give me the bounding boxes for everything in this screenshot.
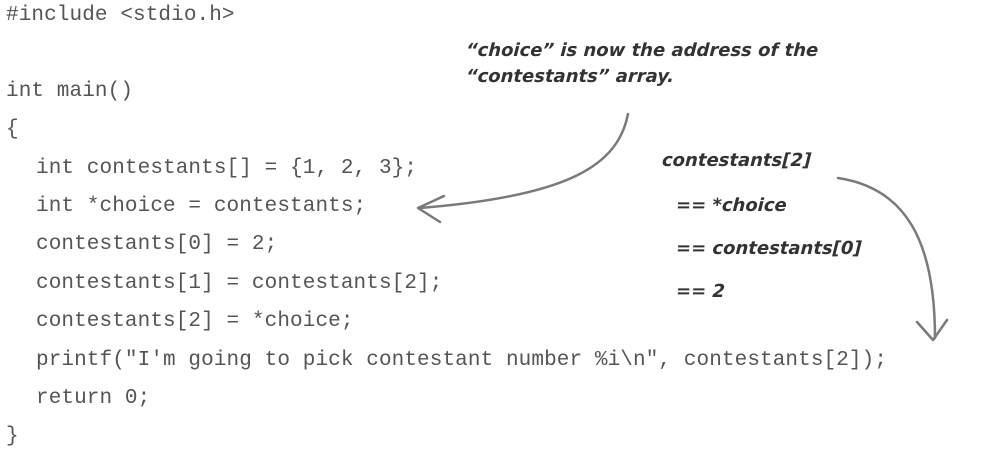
code-line-assign-0: contestants[0] = 2; (36, 233, 278, 256)
equality-arrow-icon (836, 176, 937, 340)
code-line-main: int main() (6, 80, 134, 103)
code-line-declare-pointer: int *choice = contestants; (36, 195, 367, 218)
code-line-assign-2: contestants[2] = *choice; (36, 310, 354, 333)
code-line-declare-array: int contestants[] = {1, 2, 3}; (36, 157, 418, 180)
equality-arrowhead-icon (915, 318, 949, 342)
choice-arrowhead-icon (416, 194, 446, 224)
code-line-printf: printf("I'm going to pick contestant num… (36, 349, 888, 372)
code-line-return: return 0; (36, 387, 151, 410)
choice-arrow-icon (418, 112, 630, 210)
code-line-assign-1: contestants[1] = contestants[2]; (36, 272, 443, 295)
code-line-include: #include <stdio.h> (6, 4, 235, 27)
code-line-close-brace: } (6, 425, 19, 448)
code-line-open-brace: { (6, 118, 19, 141)
